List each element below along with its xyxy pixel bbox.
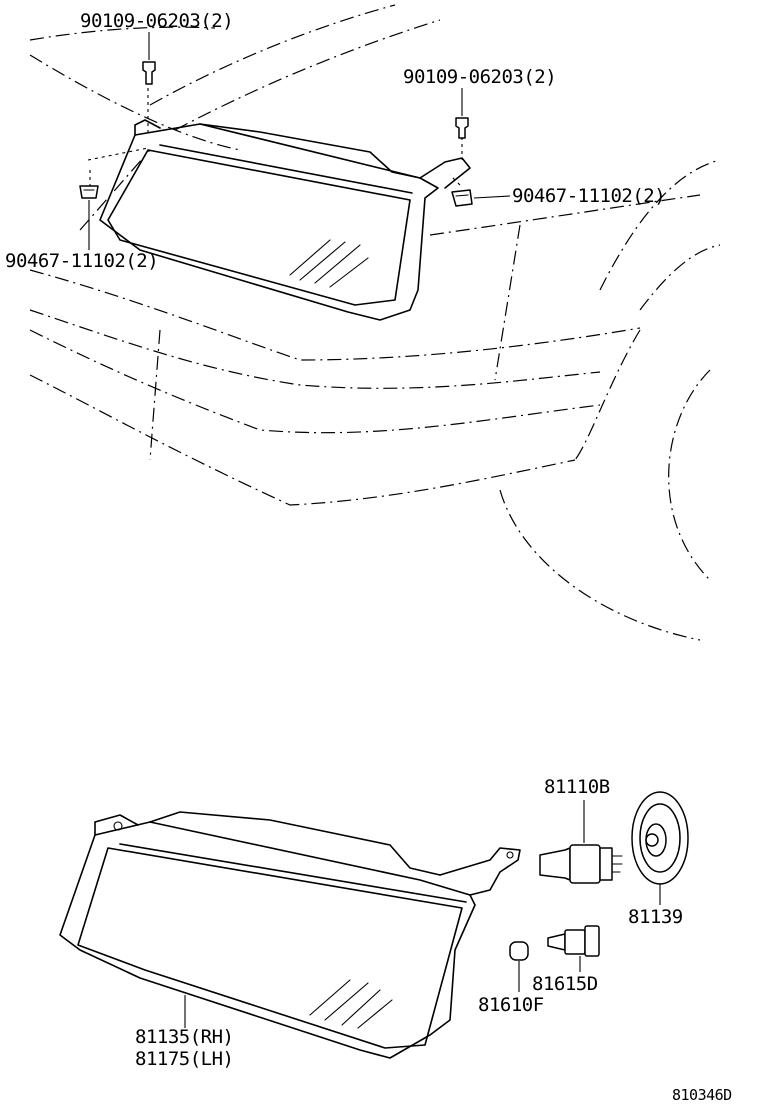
diagram-code: 810346D [672,1086,732,1104]
socket-cover-part [631,791,689,885]
part-label-bulb-wedge: 81610F [478,994,544,1016]
bolt-left-part [142,61,156,85]
headlamp-upper [87,88,471,321]
part-label-bolt-right: 90109-06203(2) [403,66,557,88]
part-label-bolt-left: 90109-06203(2) [80,10,234,32]
part-label-headlamp-lh: 81175(LH) [135,1048,234,1070]
nut-right-part [451,189,473,207]
part-label-headlamp-rh: 81135(RH) [135,1026,234,1048]
part-label-bulb-small: 81615D [532,973,598,995]
bulb-small-part [547,925,600,957]
bulb-main-part [539,844,623,884]
part-label-bulb-main: 81110B [544,776,610,798]
part-label-socket-cover: 81139 [628,906,683,928]
vehicle-body-outline [29,4,721,641]
headlamp-lower [59,811,521,1059]
part-label-nut-right: 90467-11102(2) [512,185,666,207]
part-label-nut-left: 90467-11102(2) [5,250,159,272]
bulb-wedge-part [509,941,529,961]
bolt-right-part [455,117,469,139]
nut-left-part [79,185,99,199]
